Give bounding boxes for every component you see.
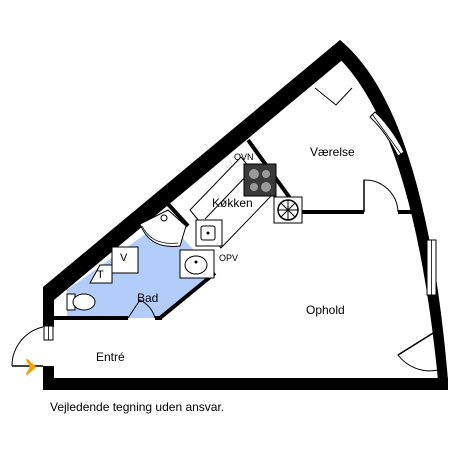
fixture-label-ovn: OVN	[234, 152, 254, 162]
shower-icon	[139, 209, 187, 248]
fixture-label-t: T	[97, 269, 104, 281]
room-label-bad: Bad	[137, 291, 158, 305]
fixture-label-opv: OPV	[219, 253, 238, 263]
closet-outline	[314, 87, 353, 106]
exterior-walls	[43, 40, 448, 390]
toilet-icon	[66, 293, 96, 311]
room-label-ophold: Ophold	[306, 303, 345, 317]
door-vaerelse	[363, 179, 399, 213]
washer-dryer-boxes	[89, 246, 139, 284]
window-lower	[426, 239, 437, 296]
kitchen-sink-icon	[195, 219, 223, 247]
window-upper	[369, 111, 405, 157]
hob-icon	[243, 163, 277, 197]
disclaimer-text: Vejledende tegning uden ansvar.	[50, 400, 225, 414]
entry-arrow-icon	[26, 359, 36, 375]
door-entre	[11, 326, 44, 367]
door-balcony	[397, 329, 439, 372]
fixture-label-v: V	[120, 252, 128, 264]
window-west	[43, 325, 54, 341]
door-bad	[127, 299, 156, 319]
washbasin-icon	[179, 249, 215, 279]
room-label-entre: Entré	[96, 350, 125, 364]
extractor-fan-icon	[273, 196, 303, 224]
room-label-koekken: Køkken	[212, 196, 253, 210]
room-label-vaerelse: Værelse	[310, 145, 355, 159]
